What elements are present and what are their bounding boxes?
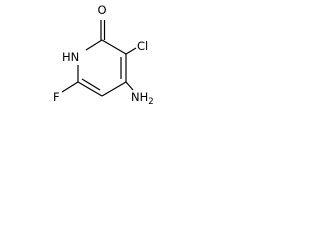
bond-c4-c5: [101, 81, 127, 97]
bond-n1-c2: [85, 39, 103, 51]
amino-label: NH2: [131, 90, 154, 107]
oxygen-label: O: [98, 3, 107, 17]
molecule-drawing: O HN Cl F NH2: [53, 3, 154, 107]
chloro-label: Cl: [137, 39, 148, 53]
structure-canvas: O HN Cl F NH2: [0, 0, 168, 140]
bond-c5-c6: [77, 81, 103, 97]
bond-c6-f: [61, 81, 79, 93]
bond-c4-n: [125, 81, 134, 91]
bond-c2-c3: [101, 39, 127, 55]
amino-nh-text: NH: [131, 90, 148, 104]
amino-subscript: 2: [148, 97, 153, 107]
fluoro-label: F: [53, 90, 60, 104]
bond-c3-cl: [125, 47, 137, 55]
bond-c5-c6-inner: [81, 78, 101, 91]
nh-label: HN: [62, 50, 79, 64]
